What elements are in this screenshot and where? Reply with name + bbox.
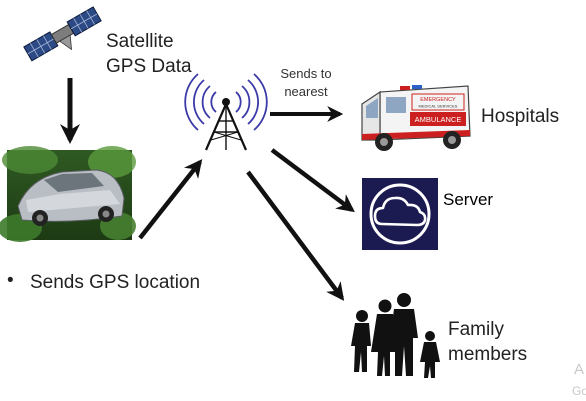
arrow-tower-to-family bbox=[246, 170, 345, 301]
ambulance-word-text: AMBULANCE bbox=[415, 115, 462, 124]
crashed-car-photo bbox=[0, 146, 136, 242]
cloud-server-icon bbox=[362, 178, 438, 250]
sends-to-label: Sends to bbox=[280, 66, 332, 81]
satellite-icon bbox=[23, 6, 102, 62]
bullet-marker: • bbox=[7, 270, 14, 291]
ambulance-medical-text: MEDICAL SERVICES bbox=[419, 104, 458, 109]
radio-tower-icon bbox=[184, 73, 268, 151]
arrow-car-to-tower bbox=[138, 159, 203, 240]
satellite-label: Satellite bbox=[106, 31, 174, 52]
ambulance-icon: EMERGENCY MEDICAL SERVICES AMBULANCE bbox=[361, 85, 471, 151]
sends-gps-location-label: Sends GPS location bbox=[30, 272, 201, 293]
members-label: members bbox=[448, 344, 528, 365]
server-label: Server bbox=[443, 190, 494, 209]
watermark-line1: A bbox=[574, 361, 585, 378]
watermark-line2: Go bbox=[572, 384, 586, 398]
gps-data-label: GPS Data bbox=[106, 56, 192, 77]
arrow-tower-to-server bbox=[270, 148, 355, 213]
family-label: Family bbox=[448, 319, 504, 340]
family-silhouette-icon bbox=[351, 293, 440, 378]
ambulance-emergency-text: EMERGENCY bbox=[420, 97, 456, 103]
nearest-label: nearest bbox=[284, 84, 328, 99]
hospitals-label: Hospitals bbox=[481, 106, 560, 127]
